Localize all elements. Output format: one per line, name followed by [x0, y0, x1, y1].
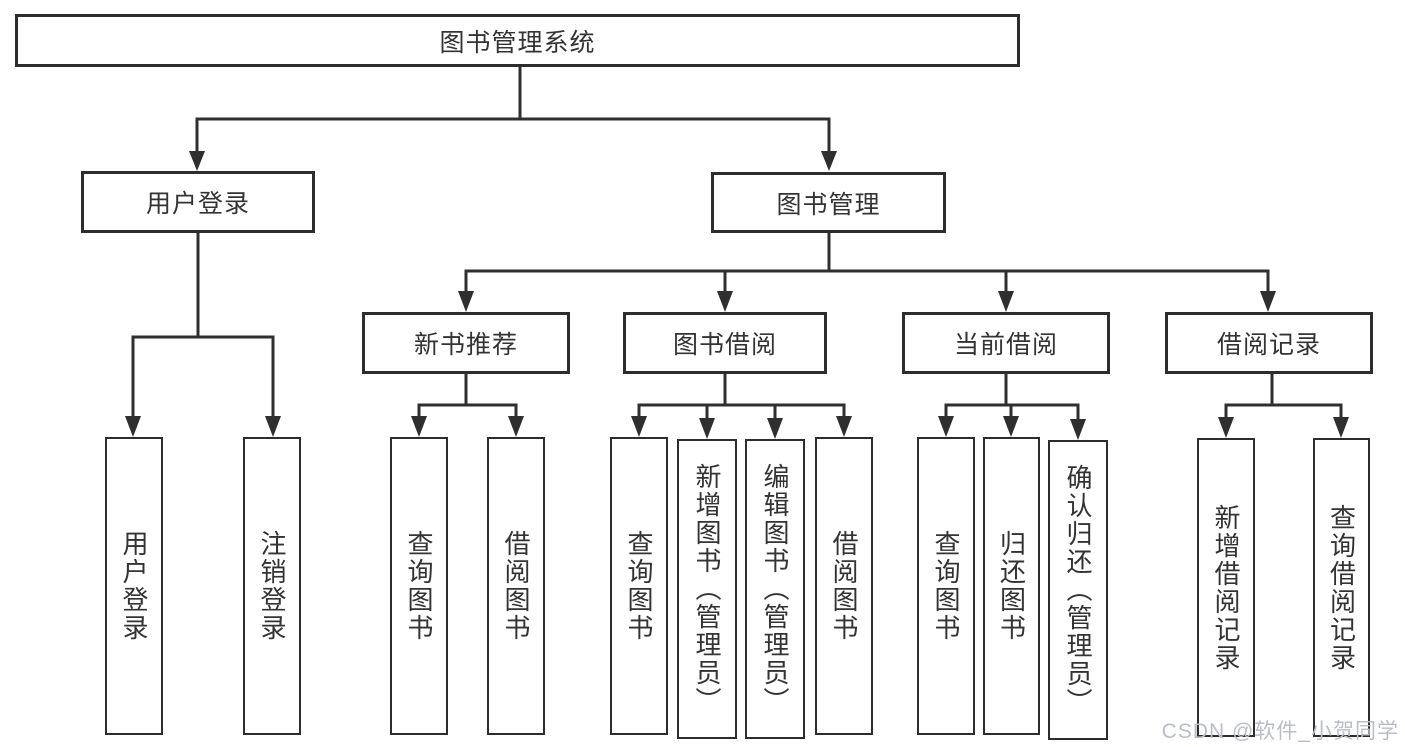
leaf-borrow-books: 借阅图书 — [815, 437, 873, 735]
leaf-query-books-borrow: 查询图书 — [610, 437, 668, 735]
leaf-edit-book-admin: 编辑图书（管理员） — [745, 439, 805, 739]
leaf-user-login: 用户登录 — [105, 437, 163, 735]
leaf-add-borrow-record: 新增借阅记录 — [1197, 438, 1255, 737]
csdn-watermark: CSDN @软件_小贺同学 — [1161, 720, 1399, 743]
node-new-book-recommend: 新书推荐 — [362, 312, 570, 374]
node-book-management: 图书管理 — [711, 172, 946, 233]
node-root: 图书管理系统 — [15, 14, 1020, 67]
leaf-confirm-return-admin: 确认归还（管理员） — [1048, 440, 1108, 740]
leaf-logout: 注销登录 — [243, 437, 301, 735]
node-user-login: 用户登录 — [81, 171, 315, 233]
leaf-query-books-recommend: 查询图书 — [390, 437, 448, 735]
leaf-return-books: 归还图书 — [983, 437, 1040, 735]
leaf-borrow-books-recommend: 借阅图书 — [487, 437, 545, 735]
node-book-borrow: 图书借阅 — [623, 312, 827, 374]
leaf-query-borrow-record: 查询借阅记录 — [1313, 438, 1370, 737]
leaf-query-books-current: 查询图书 — [917, 437, 975, 735]
node-current-borrow: 当前借阅 — [902, 312, 1110, 374]
node-borrow-records: 借阅记录 — [1165, 312, 1373, 374]
leaf-add-book-admin: 新增图书（管理员） — [677, 439, 737, 739]
